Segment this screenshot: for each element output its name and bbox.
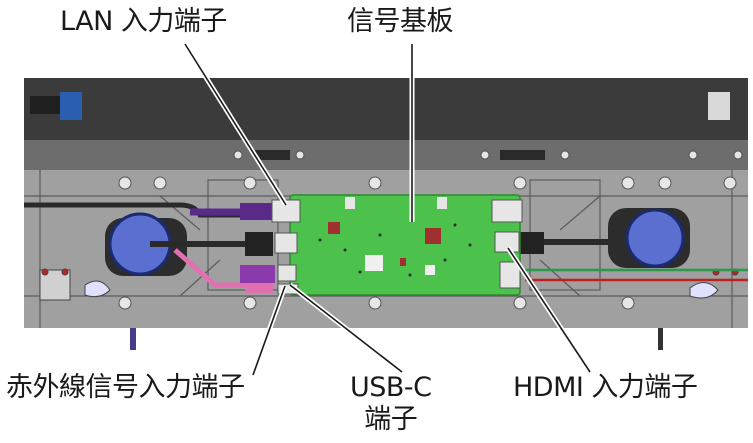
chip-small-1 bbox=[345, 197, 355, 209]
leader-lines bbox=[184, 43, 591, 376]
chip-white-2 bbox=[425, 265, 435, 275]
left-top-tab bbox=[60, 92, 82, 120]
lan-input-label: LAN 入力端子 bbox=[60, 6, 227, 37]
lan-jack bbox=[271, 199, 301, 223]
hdmi-jack bbox=[494, 231, 520, 253]
chip-white bbox=[365, 255, 383, 271]
hdmi-input-label: HDMI 入力端子 bbox=[513, 372, 698, 403]
ir-jack bbox=[277, 264, 297, 282]
board-dots bbox=[318, 223, 472, 277]
lan-plug bbox=[240, 203, 272, 220]
chip-red-2 bbox=[425, 228, 441, 244]
rail-connector-1 bbox=[255, 150, 290, 160]
ir-plug bbox=[245, 283, 273, 293]
chip-small-2 bbox=[437, 197, 447, 209]
top-right-jack bbox=[491, 199, 523, 223]
usb-c-plug bbox=[245, 232, 273, 256]
lan-leader-line bbox=[184, 43, 287, 206]
left-bracket bbox=[39, 268, 111, 301]
left-top-block bbox=[30, 96, 60, 114]
usb-c-label-line2: 端子 bbox=[364, 404, 418, 435]
chip-red-3 bbox=[400, 258, 406, 266]
left-post bbox=[130, 328, 136, 350]
chip-red-1 bbox=[328, 222, 340, 234]
screws bbox=[118, 150, 743, 310]
usb-c-jack bbox=[274, 232, 298, 254]
ir-leader-line bbox=[252, 285, 286, 376]
usb-c-label: USB-C 端子 bbox=[350, 372, 432, 436]
usb-c-label-line1: USB-C bbox=[350, 372, 432, 403]
ir-input-label: 赤外線信号入力端子 bbox=[6, 372, 245, 403]
right-top-tab bbox=[708, 92, 730, 120]
purple-block bbox=[240, 265, 275, 283]
signal-board bbox=[289, 194, 521, 296]
rail-strip bbox=[24, 140, 748, 174]
hdmi-plug bbox=[516, 232, 544, 254]
right-post bbox=[658, 328, 663, 350]
right-speaker bbox=[625, 208, 685, 268]
side-connector bbox=[499, 261, 521, 289]
hdmi-leader-line bbox=[507, 247, 591, 373]
rail-connector-2 bbox=[500, 150, 545, 160]
signal-board-label: 信号基板 bbox=[347, 6, 454, 37]
usb-c-leader-line bbox=[289, 284, 403, 373]
